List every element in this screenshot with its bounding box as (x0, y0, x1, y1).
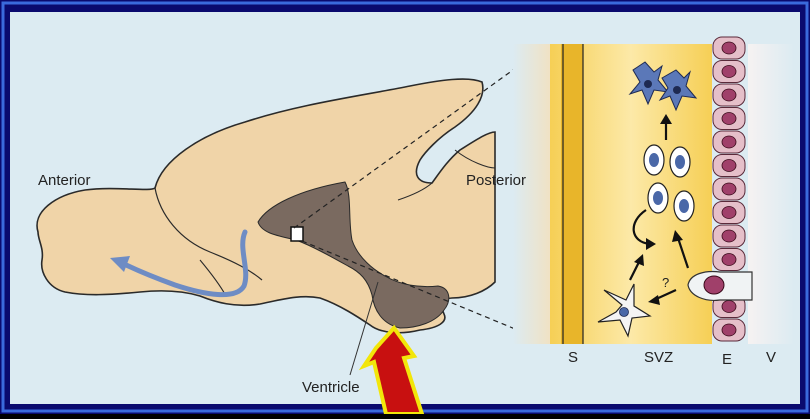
svz-highlight-box (291, 227, 303, 241)
ventricle-lumen-region (748, 44, 794, 344)
neuroblast-nucleus-1 (649, 153, 659, 167)
ependymal-nucleus (722, 136, 736, 148)
label-question: ? (662, 275, 669, 290)
ependymal-nucleus (722, 113, 736, 125)
neuroblast-nucleus-2 (675, 155, 685, 169)
ependymal-nucleus (722, 207, 736, 219)
striatum-region (513, 44, 550, 344)
ependymal-nucleus (722, 42, 736, 54)
ependymal-nucleus (722, 66, 736, 78)
ependymal-nucleus (722, 89, 736, 101)
label-s: S (568, 349, 578, 366)
label-ventricle: Ventricle (302, 379, 360, 396)
ependymal-nucleus (722, 230, 736, 242)
neuron-nucleus-1 (644, 80, 652, 88)
astrocyte-nucleus (620, 308, 629, 317)
striatal-band (561, 44, 583, 344)
label-e: E (722, 351, 732, 368)
label-svz: SVZ (644, 349, 673, 366)
label-posterior: Posterior (466, 172, 526, 189)
ependymal-nucleus (722, 301, 736, 313)
label-v: V (766, 349, 776, 366)
transit-nucleus-2 (679, 199, 689, 213)
ependymal-nucleus (722, 324, 736, 336)
label-anterior: Anterior (38, 172, 91, 189)
ependymal-nucleus (722, 254, 736, 266)
b-cell-nucleus (704, 276, 724, 294)
ependymal-nucleus (722, 183, 736, 195)
neuron-nucleus-2 (673, 86, 681, 94)
ependymal-nucleus (722, 160, 736, 172)
transit-nucleus-1 (653, 191, 663, 205)
